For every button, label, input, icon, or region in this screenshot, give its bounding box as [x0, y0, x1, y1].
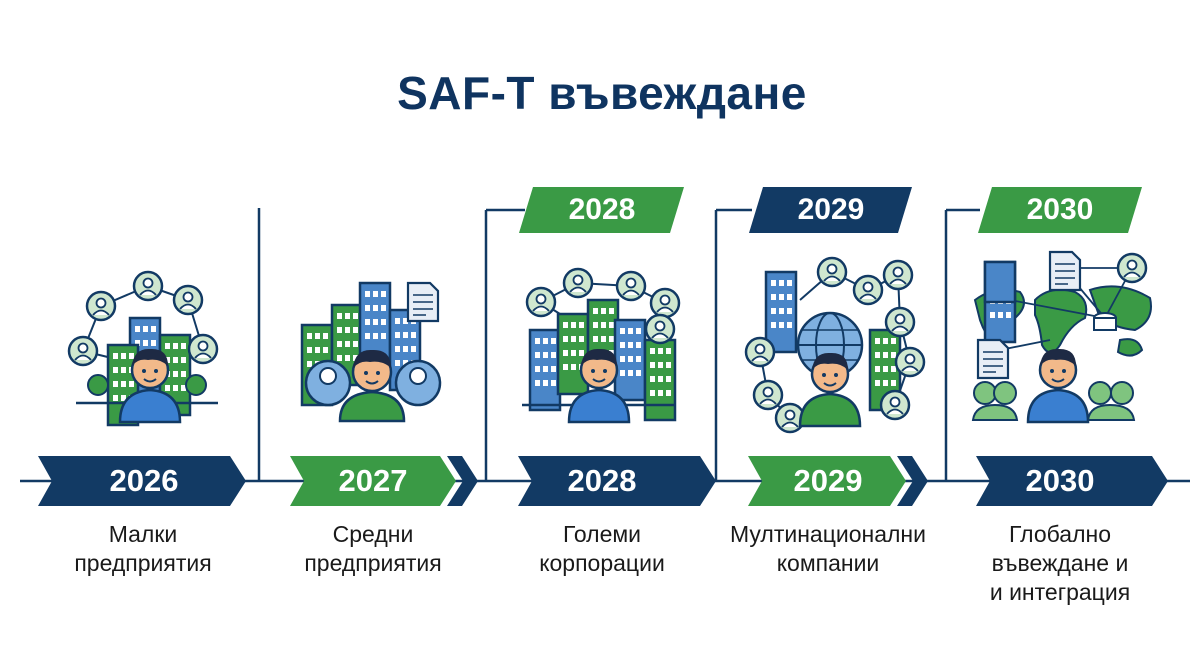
stage-year-2027: 2027 [338, 463, 408, 498]
global-integration-icon [971, 250, 1152, 424]
page-title: SAF-T въвеждане [397, 67, 807, 119]
separator-lines [257, 208, 980, 482]
stage-year-2028: 2028 [567, 463, 637, 498]
top-banner-2028 [519, 187, 684, 233]
medium-enterprise-icon [300, 281, 442, 423]
top-banner-label-2028: 2028 [568, 193, 636, 226]
top-banner-label-2029: 2029 [797, 193, 865, 226]
arrow-2027-tail [447, 456, 478, 506]
arrow-2027 [290, 456, 456, 506]
multinational-icon [744, 256, 926, 434]
stage-year-2030: 2030 [1025, 463, 1095, 498]
top-banner-label-2030: 2030 [1026, 193, 1094, 226]
arrow-2026 [38, 456, 246, 506]
arrow-2028 [518, 456, 716, 506]
arrow-2030 [976, 456, 1168, 506]
top-banner-2030 [978, 187, 1142, 233]
top-banner-2029 [749, 187, 912, 233]
small-enterprise-icon [67, 270, 219, 427]
arrow-2029 [748, 456, 906, 506]
stage-year-2029: 2029 [793, 463, 863, 498]
stage-year-2026: 2026 [109, 463, 179, 498]
arrow-2029-tail [897, 456, 928, 506]
large-corporation-icon [522, 267, 681, 424]
